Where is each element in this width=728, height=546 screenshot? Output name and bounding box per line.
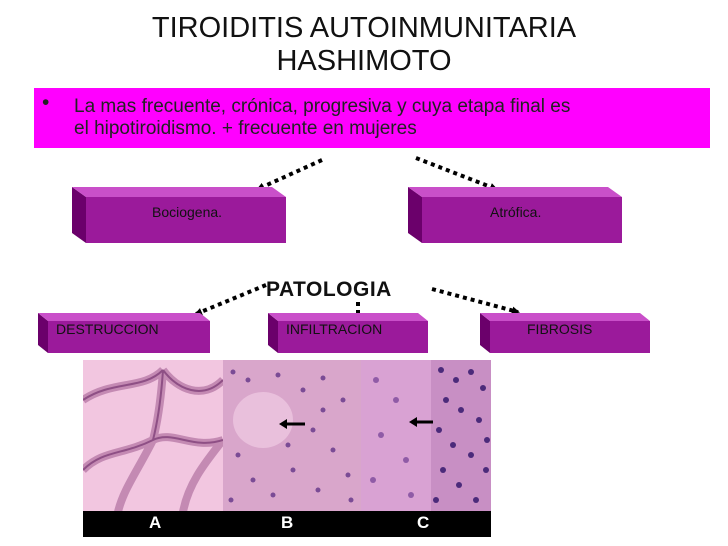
definition-line-1: La mas frecuente, crónica, progresiva y … (74, 96, 571, 117)
arrow-to-atrofica (415, 156, 498, 191)
title-line-2: HASHIMOTO (276, 45, 452, 77)
histology-panel-c (361, 360, 491, 512)
panel-letter-a: A (149, 513, 162, 532)
type-label-atrofica: Atrófica. (490, 204, 542, 220)
finding-box-fibrosis: FIBROSIS (480, 313, 650, 353)
definition-box: • La mas frecuente, crónica, progresiva … (34, 88, 710, 148)
slide-title: TIROIDITIS AUTOINMUNITARIA HASHIMOTO (0, 12, 728, 78)
panel-letter-c: C (417, 513, 430, 532)
arrow-to-fibrosis (431, 287, 520, 315)
histology-panel-b (223, 360, 361, 512)
arrow-to-destruccion (194, 283, 267, 316)
type-box-atrofica: Atrófica. (408, 187, 622, 243)
bullet-icon: • (42, 91, 50, 114)
panel-letter-b: B (281, 513, 294, 532)
title-line-1: TIROIDITIS AUTOINMUNITARIA (151, 12, 577, 44)
histology-panel-a (83, 360, 223, 512)
finding-label-fibrosis: FIBROSIS (527, 321, 593, 337)
definition-line-2: el hipotiroidismo. + frecuente en mujere… (74, 118, 417, 139)
type-label-bociogena: Bociogena. (152, 204, 223, 220)
finding-label-infiltracion: INFILTRACION (286, 321, 383, 337)
arrow-to-bociogena (256, 158, 323, 191)
finding-box-infiltracion: INFILTRACION (268, 313, 428, 353)
arrow-marker-c (409, 417, 433, 427)
finding-box-destruccion: DESTRUCCION (38, 313, 210, 353)
panel-letter-strip: A B C (83, 511, 491, 537)
finding-label-destruccion: DESTRUCCION (56, 321, 159, 337)
type-box-bociogena: Bociogena. (72, 187, 286, 243)
arrow-marker-b (279, 419, 305, 429)
patologia-label: PATOLOGIA (266, 278, 392, 301)
